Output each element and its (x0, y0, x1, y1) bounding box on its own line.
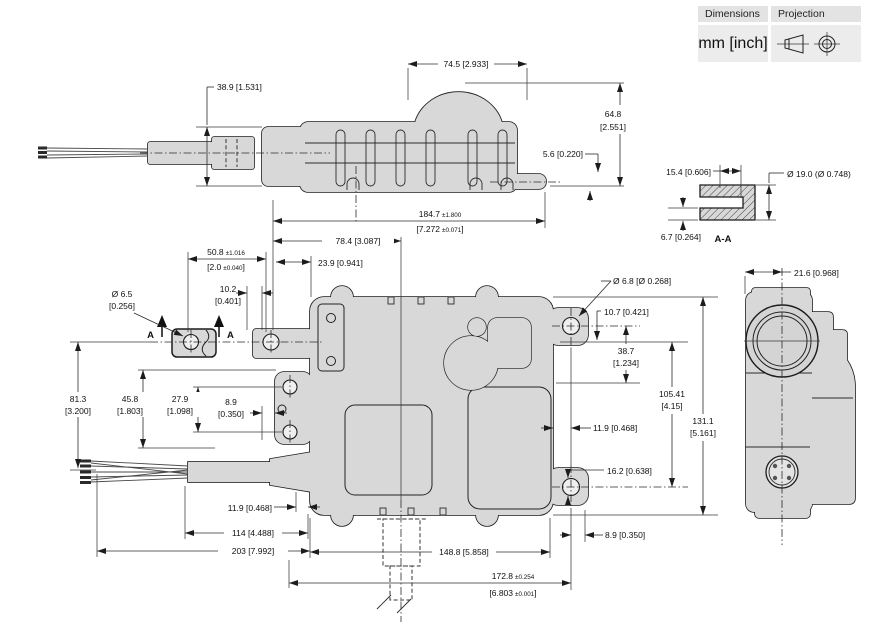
dim-top-flange-thickness: 5.6 [0.220] (543, 149, 583, 159)
projection-symbol-cell (771, 25, 861, 62)
dim-top-bracket-width: 38.9 [1.531] (217, 82, 262, 92)
dim-edge-hole: 11.9 [0.468] (593, 423, 637, 433)
cable-top (38, 146, 149, 159)
third-angle-projection-icon (777, 32, 840, 56)
dim-mount-total-in: [6.803±0.001] (489, 588, 536, 598)
dim-mount-total: 172.8±0.254 (492, 571, 535, 581)
dimensions-header: Dimensions (698, 6, 768, 22)
dim-shaft-center-len: 78.4 [3.087] (336, 236, 381, 246)
section-cut-arrows: A A (147, 315, 234, 341)
section-arrow-label-right: A (227, 330, 234, 341)
dim-bracket-off-mm: 8.9 (225, 397, 237, 407)
dim-lever-drop-mm: 81.3 (70, 394, 87, 404)
dim-aa-outer-dia: Ø 19.0 (Ø 0.748) (787, 169, 851, 179)
dim-overall-h-in: [5.161] (690, 428, 716, 438)
dim-cable-total: 203 [7.992] (232, 546, 275, 556)
dim-cable-len: 114 [4.488] (232, 528, 274, 538)
cooling-ribs (335, 129, 508, 187)
dim-tab-h: 16.2 [0.638] (607, 466, 652, 476)
dim-mount-span: 148.8 [5.858] (439, 547, 489, 557)
dim-bracket-span-in: [1.098] (167, 406, 193, 416)
dim-boss-offset: 21.6 [0.968] (794, 268, 839, 278)
dim-overall-length: 184.7±1.800 (419, 209, 462, 219)
dim-top-height-in: [2.551] (600, 122, 626, 132)
dim-overall-h-mm: 131.1 (692, 416, 714, 426)
dim-aa-wall-thickness: 6.7 [0.264] (661, 232, 701, 242)
section-arrow-label-left: A (147, 330, 154, 341)
section-a-a: 15.4 [0.606] Ø 19.0 (Ø 0.748) 6.7 [0.264… (661, 165, 851, 245)
dim-lever-hole-mm: Ø 6.5 (112, 289, 133, 299)
hidden-connector (376, 518, 427, 614)
cable-wires (80, 459, 189, 484)
front-view: A A 184.7±1.800 [7.272±0.071] 78.4 [3.08… (60, 192, 723, 622)
dim-hole-span-mm: 105.41 (659, 389, 685, 399)
dim-key-width-in: [0.401] (215, 296, 241, 306)
dim-lever-len: 50.8±1.016 (207, 247, 245, 257)
dim-top-body-width: 74.5 [2.933] (444, 59, 489, 69)
dim-hole-drop-in: [1.234] (613, 358, 639, 368)
dim-hole-span-in: [4.15] (661, 401, 682, 411)
dim-lever-drop-in: [3.200] (65, 406, 91, 416)
dim-key-width-mm: 10.2 (220, 284, 237, 294)
projection-header: Projection (771, 6, 861, 22)
units-value: mm [inch] (698, 25, 768, 62)
dim-cable-gap: 11.9 [0.468] (228, 503, 272, 513)
dim-edge-offset: 23.9 [0.941] (318, 258, 363, 268)
dim-overall-length-in: [7.272±0.071] (416, 224, 463, 234)
top-view: 38.9 [1.531] 74.5 [2.933] 64.8 [2.551] 5… (38, 58, 632, 222)
dim-lever-hole-in: [0.256] (109, 301, 135, 311)
dim-mount-hole: Ø 6.8 [Ø 0.268] (613, 276, 671, 286)
dim-hole-edge: 10.7 [0.421] (604, 307, 649, 317)
dim-hole-drop-mm: 38.7 (618, 346, 635, 356)
side-view: 21.6 [0.968] (744, 268, 856, 545)
dim-bracket-drop-mm: 45.8 (122, 394, 139, 404)
dim-bracket-drop-in: [1.803] (117, 406, 143, 416)
dim-aa-slot-width: 15.4 [0.606] (666, 167, 711, 177)
dim-top-height-mm: 64.8 (605, 109, 622, 119)
dim-tab-offset: 8.9 [0.350] (605, 530, 645, 540)
section-aa-label: A-A (715, 234, 732, 245)
dim-bracket-span-mm: 27.9 (172, 394, 189, 404)
dim-bracket-off-in: [0.350] (218, 409, 244, 419)
dim-lever-len-in: [2.0±0.040] (207, 262, 245, 272)
